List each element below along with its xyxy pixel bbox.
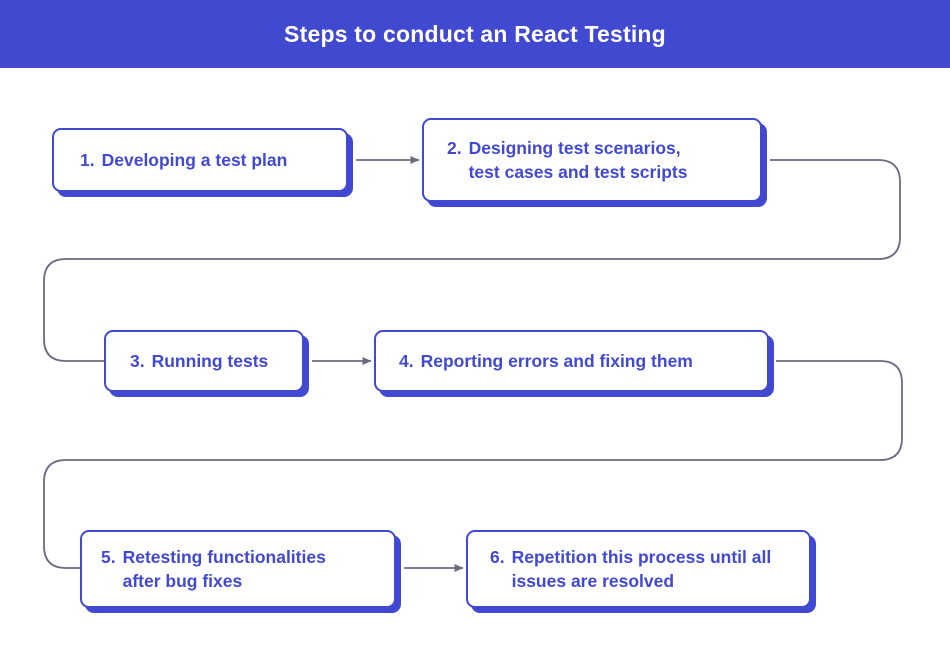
- step-2-line-2: test cases and test scripts: [468, 162, 688, 182]
- step-4-number: 4.: [399, 351, 414, 371]
- step-1-line-1: Developing a test plan: [101, 150, 288, 170]
- step-6-number: 6.: [490, 547, 505, 567]
- step-6-line-2: issues are resolved: [511, 571, 675, 591]
- step-1-label: Developing a test plan: [102, 148, 288, 172]
- step-3-line-1: Running tests: [151, 351, 269, 371]
- step-6-label: Repetition this process until all issues…: [512, 545, 772, 593]
- step-3-number: 3.: [130, 351, 145, 371]
- step-5-content: 5. Retesting functionalities after bug f…: [82, 545, 394, 593]
- step-2-label: Designing test scenarios, test cases and…: [469, 136, 688, 184]
- step-box-3[interactable]: 3. Running tests: [104, 330, 304, 392]
- step-2-number: 2.: [447, 138, 462, 158]
- header-bar: Steps to conduct an React Testing: [0, 0, 950, 68]
- step-box-2[interactable]: 2. Designing test scenarios, test cases …: [422, 118, 762, 202]
- page-title: Steps to conduct an React Testing: [284, 20, 666, 47]
- step-5-label: Retesting functionalities after bug fixe…: [123, 545, 326, 593]
- step-3-content: 3. Running tests: [106, 349, 302, 373]
- step-3-label: Running tests: [152, 349, 269, 373]
- step-box-4[interactable]: 4. Reporting errors and fixing them: [374, 330, 769, 392]
- step-box-1[interactable]: 1. Developing a test plan: [52, 128, 348, 192]
- step-box-5[interactable]: 5. Retesting functionalities after bug f…: [80, 530, 396, 608]
- step-5-line-2: after bug fixes: [122, 571, 243, 591]
- step-5-line-1: Retesting functionalities: [122, 547, 326, 567]
- step-6-content: 6. Repetition this process until all iss…: [468, 545, 809, 593]
- step-1-number: 1.: [80, 150, 95, 170]
- step-4-content: 4. Reporting errors and fixing them: [376, 349, 767, 373]
- step-5-number: 5.: [101, 547, 116, 567]
- step-2-content: 2. Designing test scenarios, test cases …: [424, 136, 760, 184]
- step-4-line-1: Reporting errors and fixing them: [420, 351, 693, 371]
- step-6-line-1: Repetition this process until all: [511, 547, 772, 567]
- step-1-content: 1. Developing a test plan: [54, 148, 346, 172]
- step-2-line-1: Designing test scenarios,: [468, 138, 681, 158]
- step-4-label: Reporting errors and fixing them: [421, 349, 693, 373]
- step-box-6[interactable]: 6. Repetition this process until all iss…: [466, 530, 811, 608]
